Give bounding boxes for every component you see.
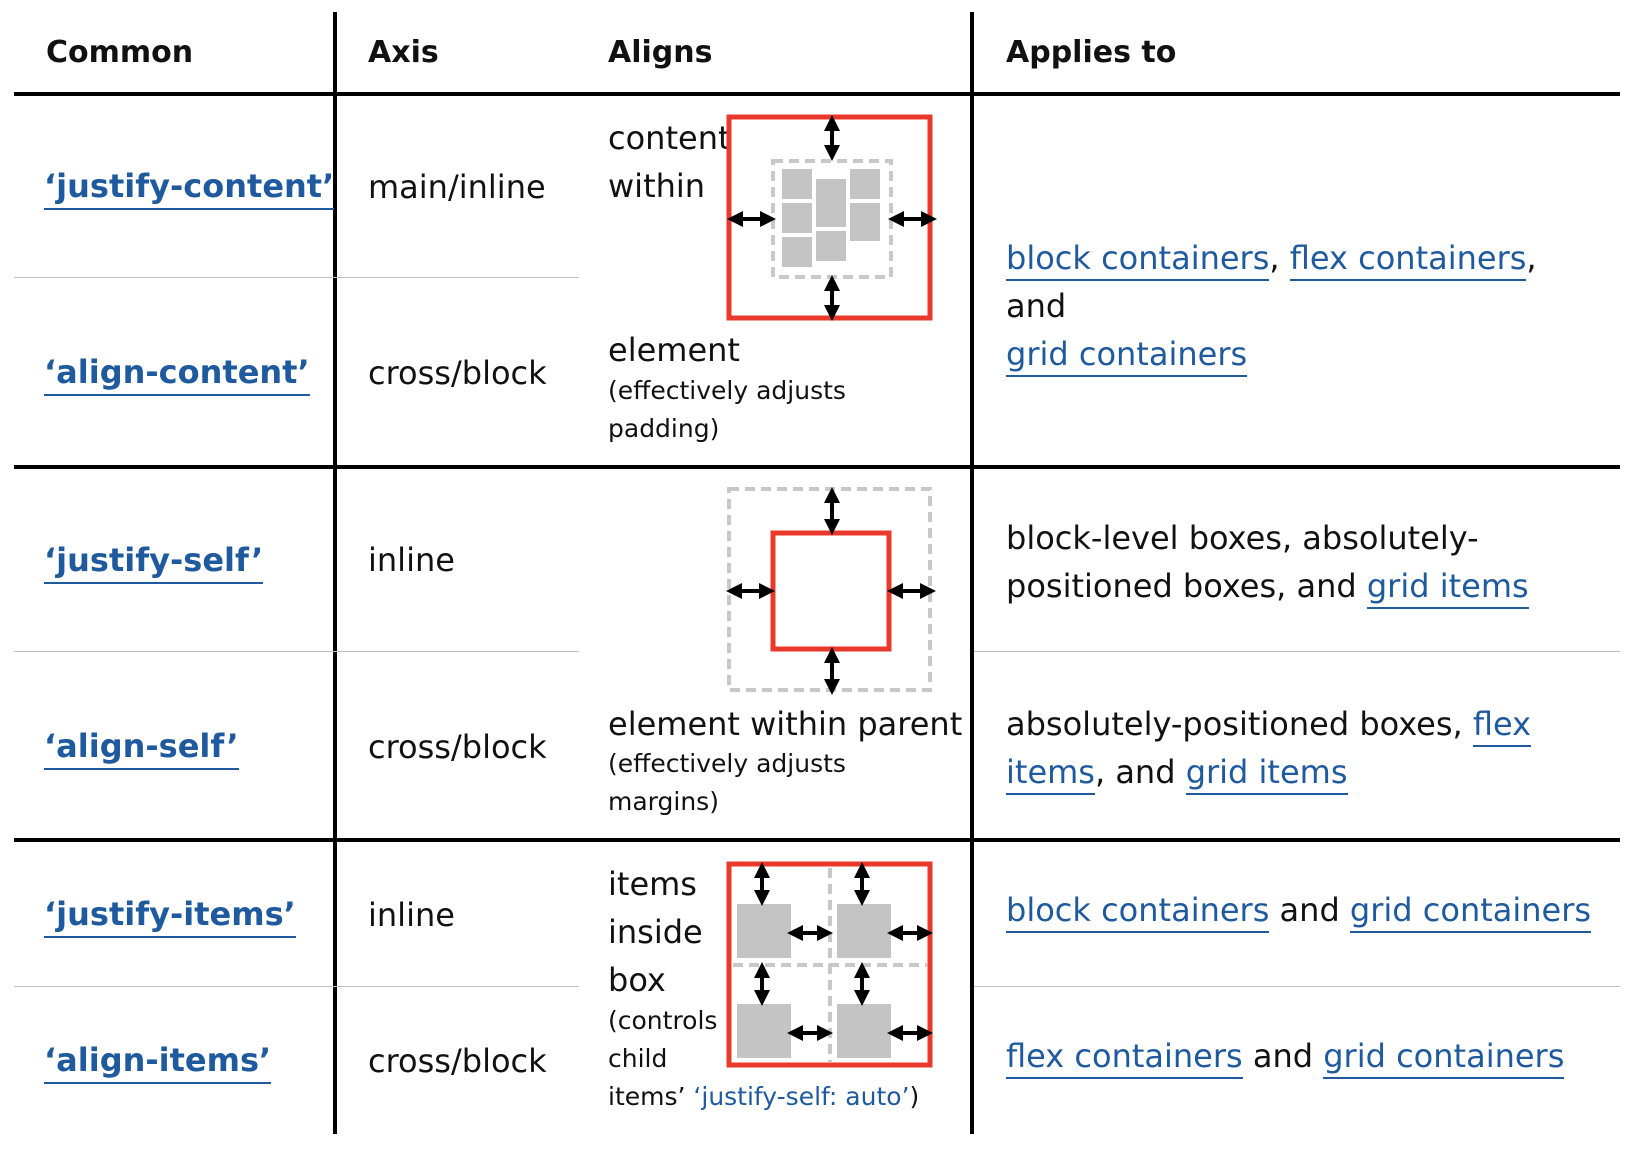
header-divider: [14, 92, 1620, 96]
axis-align-content: cross/block: [368, 354, 547, 392]
property-align-items[interactable]: ‘align-items’: [44, 1041, 272, 1084]
axis-align-items: cross/block: [368, 1042, 547, 1080]
aligns-self-note1: (effectively adjusts: [608, 749, 846, 778]
header-applies-to: Applies to: [1006, 35, 1177, 70]
link-grid-containers[interactable]: grid containers: [1006, 335, 1248, 377]
applies-justify-self-text1: block-level boxes, absolutely-: [1006, 519, 1479, 557]
aligns-items-note2: child: [608, 1044, 668, 1073]
applies-justify-items-sep1: and: [1279, 891, 1340, 929]
header-aligns: Aligns: [608, 35, 713, 70]
row-divider-items: [14, 986, 579, 987]
aligns-self-note2: margins): [608, 787, 719, 816]
aligns-content-line2: within: [608, 167, 706, 205]
link-grid-items-2[interactable]: grid items: [1185, 753, 1348, 795]
applies-content-sep2: , and: [1006, 239, 1537, 325]
row-divider-self: [14, 651, 579, 652]
property-align-content[interactable]: ‘align-content’: [44, 353, 310, 396]
header-common: Common: [46, 35, 194, 70]
applies-content: block containers, flex containers, and g…: [1006, 234, 1606, 378]
applies-content-sep1: ,: [1269, 239, 1280, 277]
column-divider-1: [333, 12, 337, 1134]
property-align-self[interactable]: ‘align-self’: [44, 727, 239, 770]
diagram-items-inside-box: [726, 861, 933, 1068]
group-divider-2: [14, 838, 1620, 842]
row-divider-content: [14, 277, 579, 278]
axis-justify-items: inline: [368, 896, 455, 934]
link-grid-containers-3[interactable]: grid containers: [1323, 1037, 1565, 1079]
aligns-items-note3-suffix: ): [909, 1082, 920, 1111]
aligns-items-line1: items: [608, 865, 697, 903]
link-flex-items-part1[interactable]: flex: [1472, 705, 1532, 747]
link-flex-containers-2[interactable]: flex containers: [1006, 1037, 1243, 1079]
column-divider-2: [970, 12, 974, 1134]
link-grid-items[interactable]: grid items: [1366, 567, 1529, 609]
aligns-content-note1: (effectively adjusts: [608, 376, 846, 405]
link-flex-containers[interactable]: flex containers: [1289, 239, 1527, 281]
axis-justify-content: main/inline: [368, 168, 546, 206]
link-block-containers[interactable]: block containers: [1006, 239, 1270, 281]
applies-justify-self-text2: positioned boxes, and: [1006, 567, 1357, 605]
applies-align-self-sep1: , and: [1094, 753, 1176, 791]
aligns-items-note3: items’ ‘justify-self: auto’): [608, 1078, 919, 1116]
aligns-self-line1: element within parent: [608, 705, 963, 743]
aligns-items-line3: box: [608, 961, 666, 999]
axis-justify-self: inline: [368, 541, 455, 579]
aligns-content-line1: content: [608, 119, 731, 157]
link-grid-containers-2[interactable]: grid containers: [1349, 891, 1592, 933]
link-flex-items-part2[interactable]: items: [1006, 753, 1095, 795]
link-block-containers-2[interactable]: block containers: [1006, 891, 1270, 933]
aligns-items-note1: (controls: [608, 1006, 718, 1035]
applies-align-items: flex containers and grid containers: [1006, 1032, 1606, 1080]
aligns-items-note3-prefix: items’: [608, 1082, 686, 1111]
applies-justify-self: block-level boxes, absolutely- positione…: [1006, 514, 1606, 610]
aligns-content-line3: element: [608, 331, 740, 369]
group-divider-1: [14, 465, 1620, 469]
aligns-items-line2: inside: [608, 913, 703, 951]
axis-align-self: cross/block: [368, 728, 547, 766]
row-divider-self-applies: [974, 651, 1620, 652]
aligns-content-note2: padding): [608, 414, 720, 443]
property-justify-self[interactable]: ‘justify-self’: [44, 541, 264, 584]
property-justify-items[interactable]: ‘justify-items’: [44, 895, 296, 938]
aligns-items-note3-code: ‘justify-self: auto’: [693, 1082, 910, 1111]
applies-align-items-sep1: and: [1252, 1037, 1314, 1075]
diagram-element-within-parent: [726, 487, 936, 695]
applies-align-self: absolutely-positioned boxes, flex items,…: [1006, 700, 1606, 796]
row-divider-items-applies: [974, 986, 1620, 987]
header-axis: Axis: [368, 35, 439, 70]
property-justify-content[interactable]: ‘justify-content’: [44, 167, 335, 210]
applies-justify-items: block containers and grid containers: [1006, 886, 1606, 934]
applies-align-self-text1: absolutely-positioned boxes,: [1006, 705, 1463, 743]
diagram-content-within-element: [726, 114, 937, 321]
